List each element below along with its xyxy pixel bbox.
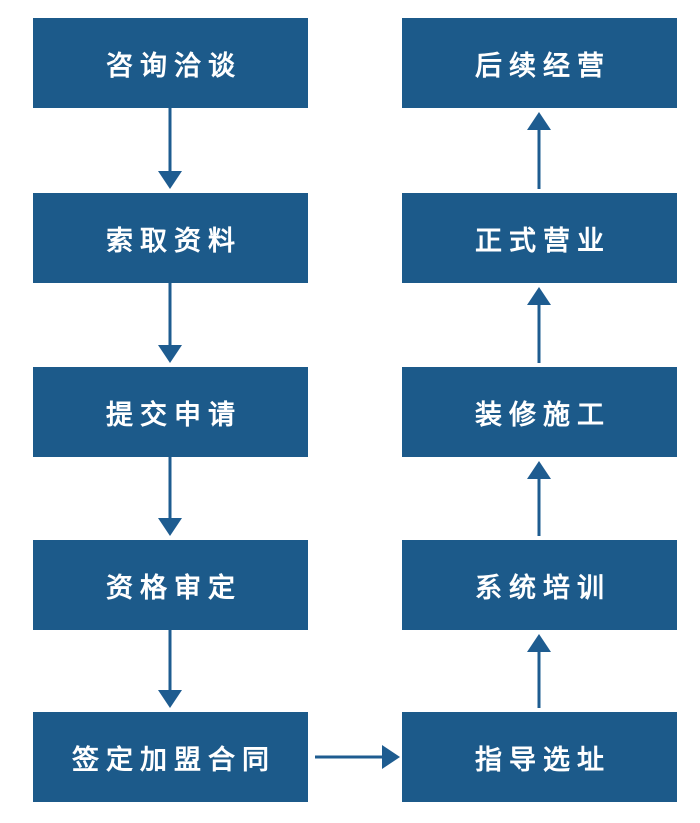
flow-step-sign-contract: 签定加盟合同 [33, 712, 308, 802]
flow-step-ongoing-operation: 后续经营 [402, 18, 677, 108]
flow-step-qualification-review: 资格审定 [33, 540, 308, 630]
arrow-up-icon [527, 287, 551, 363]
flow-step-renovation: 装修施工 [402, 367, 677, 457]
arrow-right-icon [315, 745, 400, 769]
flow-step-system-training: 系统培训 [402, 540, 677, 630]
arrow-up-icon [527, 634, 551, 708]
flow-step-grand-opening: 正式营业 [402, 193, 677, 283]
flow-step-submit-application: 提交申请 [33, 367, 308, 457]
flow-step-consult: 咨询洽谈 [33, 18, 308, 108]
arrow-down-icon [158, 283, 182, 363]
arrow-up-icon [527, 461, 551, 536]
flow-step-site-selection: 指导选址 [402, 712, 677, 802]
arrow-down-icon [158, 457, 182, 536]
arrow-down-icon [158, 630, 182, 708]
flow-step-request-info: 索取资料 [33, 193, 308, 283]
arrow-down-icon [158, 108, 182, 189]
arrow-up-icon [527, 112, 551, 189]
